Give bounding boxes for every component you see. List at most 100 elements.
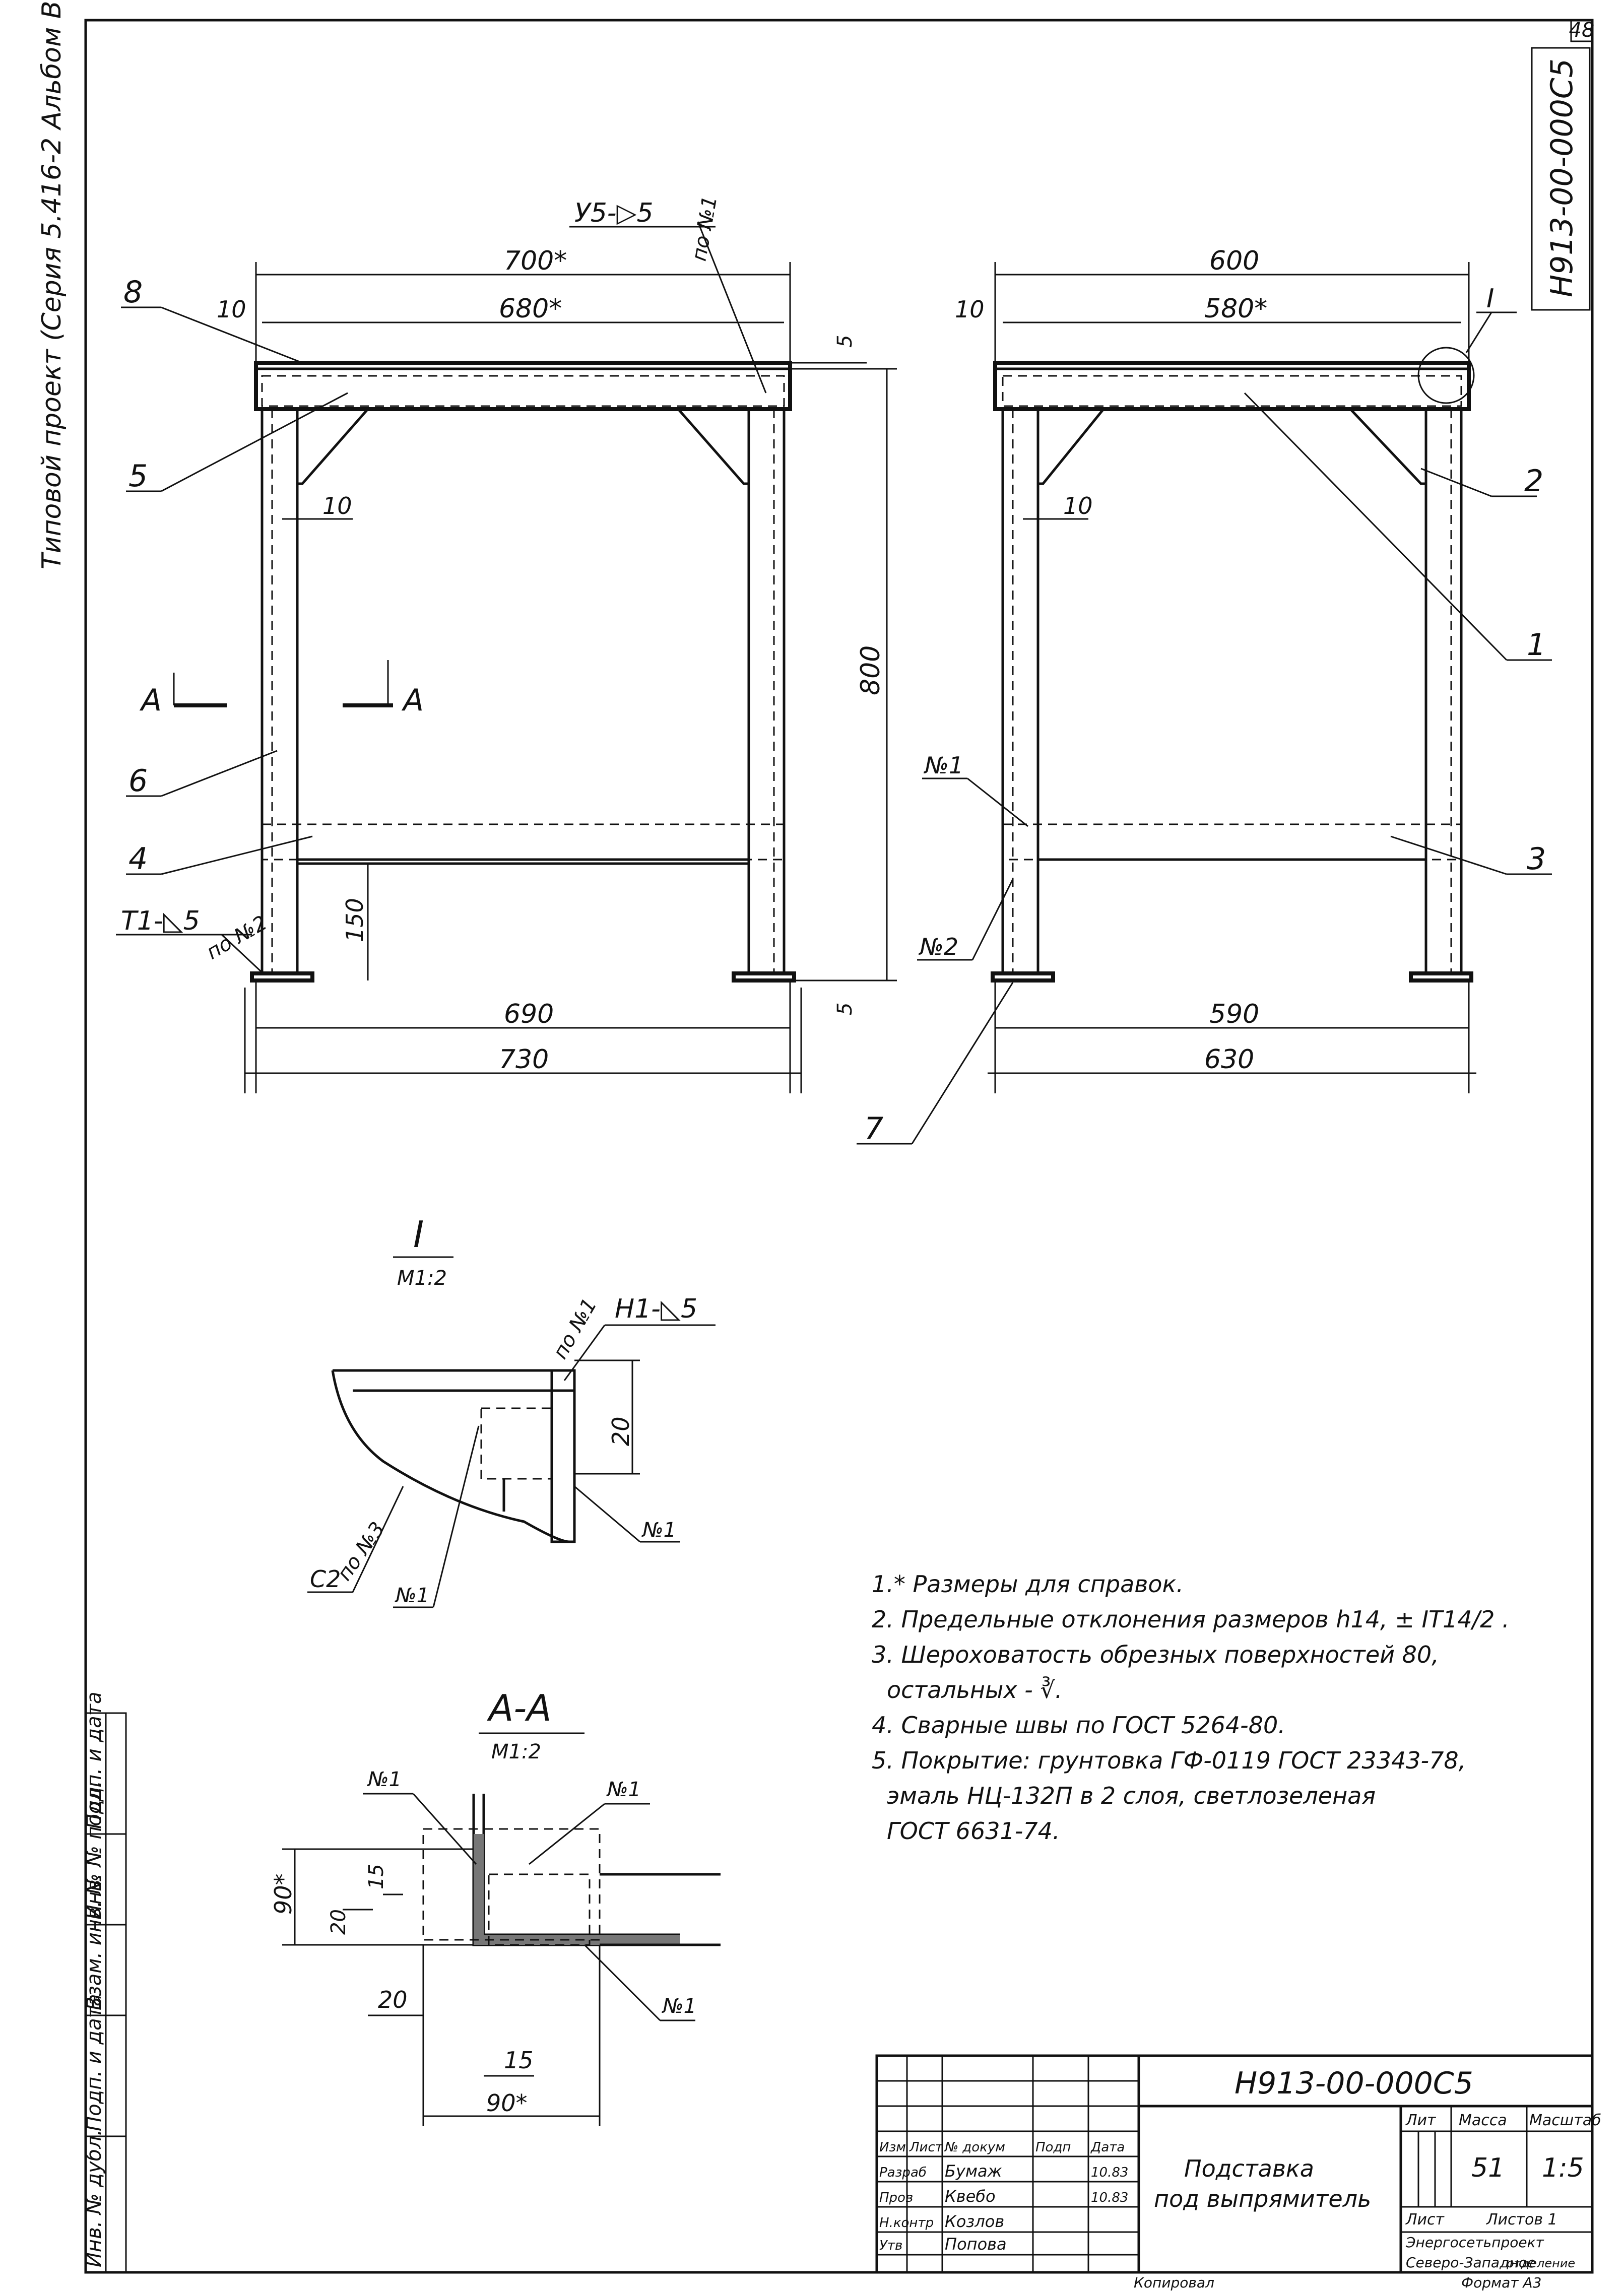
front-dim-10: 10 xyxy=(217,296,246,323)
tb-role-1: Разраб xyxy=(879,2165,927,2180)
note-3b: остальных - ∛. xyxy=(887,1676,1062,1704)
side-view: 600 580* 10 10 590 630 I №1 №2 2 1 3 7 xyxy=(857,246,1552,1146)
side-right-leg xyxy=(1424,408,1463,975)
callout-3: 3 xyxy=(1527,841,1546,877)
tb-scale: 1:5 xyxy=(1542,2153,1584,2183)
side-weld-1: №1 xyxy=(923,752,963,779)
tb-doc-0: № докум xyxy=(944,2140,1005,2155)
stamp-label-4: Подп. и дата xyxy=(83,1994,106,2131)
tb-role-3: Н.контр xyxy=(879,2215,934,2231)
side-weld-2: №2 xyxy=(918,933,958,960)
side-dim-630: 630 xyxy=(1204,1044,1254,1075)
tb-name-4: Попова xyxy=(945,2235,1007,2254)
page-number-box xyxy=(1570,19,1593,42)
tb-org-1: Энергосетьпроект xyxy=(1405,2234,1544,2251)
note-1: 1.* Размеры для справок. xyxy=(872,1570,1184,1598)
doc-code-box xyxy=(1531,47,1591,311)
note-5c: ГОСТ 6631-74. xyxy=(887,1817,1060,1845)
detail-I: I М1:2 20 Н1-◺5 по №1 С2 по №3 №1 №1 xyxy=(307,1213,716,1608)
tb-drawing-name-1: Подставка xyxy=(1184,2155,1314,2182)
front-weld-top-ref: по №1 xyxy=(688,194,722,263)
front-dim-690: 690 xyxy=(504,999,554,1029)
tb-stage-header: Лит xyxy=(1405,2112,1437,2129)
callout-5: 5 xyxy=(128,459,148,494)
album-note: Типовой проект (Серия 5.416-2 Альбом Вып… xyxy=(37,0,67,569)
tb-mass: 51 xyxy=(1471,2153,1505,2183)
note-4: 4. Сварные швы по ГОСТ 5264-80. xyxy=(872,1712,1285,1739)
section-AA-dim-90-h: 90* xyxy=(486,2089,528,2117)
detail-I-title: I xyxy=(413,1213,424,1256)
detail-I-weld-ref: по №1 xyxy=(549,1294,602,1363)
section-AA-dim-90-v: 90* xyxy=(270,1873,297,1915)
detail-I-marker xyxy=(1417,347,1475,404)
callout-8: 8 xyxy=(123,275,143,310)
front-dim-680: 680* xyxy=(499,294,562,324)
doc-code-vertical: Н913-00-000С5 xyxy=(1544,58,1580,297)
page-number: 48 xyxy=(1569,19,1595,42)
side-stamp: Подп. и дата Инв. № подл. Взам. инв. № П… xyxy=(83,1692,127,2273)
tb-date-0: Дата xyxy=(1090,2140,1125,2155)
tb-role-2: Пров xyxy=(879,2190,913,2205)
front-dim-800: 800 xyxy=(856,645,886,695)
front-dim-5-top: 5 xyxy=(833,335,857,348)
section-AA-dim-20a: 20 xyxy=(327,1909,350,1935)
tb-doc-code: Н913-00-000С5 xyxy=(1235,2066,1473,2101)
side-dim-10: 10 xyxy=(955,296,985,323)
side-bottom-rail xyxy=(1002,823,1462,861)
side-detail-mark: I xyxy=(1486,284,1494,314)
detail-I-label-1a: №1 xyxy=(395,1584,429,1607)
tb-name-1: Бумаж xyxy=(945,2162,1002,2181)
tb-name-2: Квебо xyxy=(945,2187,996,2206)
front-bottom-rail xyxy=(261,823,785,861)
detail-I-dim-20: 20 xyxy=(607,1416,634,1446)
tb-format: Формат А3 xyxy=(1461,2274,1541,2291)
section-AA-dim-15b: 15 xyxy=(504,2047,534,2074)
tb-mass-header: Масса xyxy=(1459,2112,1507,2129)
front-left-leg xyxy=(261,408,299,975)
section-AA-label-1c: №1 xyxy=(662,1995,696,2018)
section-AA-title: А-А xyxy=(487,1687,552,1729)
front-right-leg xyxy=(747,408,786,975)
stamp-label-1: Подп. и дата xyxy=(83,1692,106,1829)
detail-I-label-1b: №1 xyxy=(641,1519,676,1542)
tb-role-4: Утв xyxy=(879,2238,902,2253)
tb-name-3: Козлов xyxy=(945,2212,1004,2231)
section-AA: А-А М1:2 90* 20 15 20 15 90* №1 №1 №1 xyxy=(270,1687,721,2126)
front-dim-730: 730 xyxy=(499,1044,549,1075)
callout-1: 1 xyxy=(1527,627,1546,663)
detail-I-weld-c2: С2 xyxy=(310,1565,341,1593)
tb-org-3: отделение xyxy=(1507,2256,1575,2270)
section-AA-dim-15a: 15 xyxy=(365,1864,388,1889)
section-AA-label-1b: №1 xyxy=(606,1778,641,1801)
callout-2: 2 xyxy=(1524,464,1543,499)
side-dim-600: 600 xyxy=(1209,246,1259,276)
tb-date-1: 10.83 xyxy=(1091,2165,1128,2180)
section-AA-label-1a: №1 xyxy=(367,1768,402,1791)
note-3a: 3. Шероховатость обрезных поверхностей 8… xyxy=(872,1641,1439,1668)
detail-I-scale: М1:2 xyxy=(397,1267,447,1290)
tb-sheets-label: Листов 1 xyxy=(1486,2211,1557,2229)
title-block: Изм Лист № докум Подп Дата Разраб Бумаж … xyxy=(875,2054,1601,2291)
callout-7: 7 xyxy=(864,1111,883,1146)
side-dim-590: 590 xyxy=(1209,999,1259,1029)
front-weld-top: У5-▷5 xyxy=(574,198,654,228)
front-weld-bottom: Т1-◺5 xyxy=(121,906,200,936)
callout-6: 6 xyxy=(128,763,148,799)
stamp-label-5: Инв. № дубл. xyxy=(83,2129,106,2267)
tb-scale-header: Масштаб xyxy=(1529,2112,1601,2129)
front-dim-5-bottom: 5 xyxy=(833,1003,857,1015)
side-dim-leg-10: 10 xyxy=(1063,492,1093,519)
section-mark-left: А xyxy=(139,683,162,718)
front-dim-leg-10: 10 xyxy=(322,492,352,519)
tb-sheet-label: Лист xyxy=(1405,2211,1445,2229)
side-top-plate xyxy=(993,361,1471,411)
stamp-label-2: Инв. № подл. xyxy=(83,1781,106,1920)
section-mark-right: А xyxy=(401,683,424,718)
section-AA-scale: М1:2 xyxy=(491,1740,541,1763)
sheet-frame xyxy=(84,19,1594,2274)
note-5b: эмаль НЦ-132П в 2 слоя, светлозеленая xyxy=(887,1782,1376,1809)
tb-role-0: Изм xyxy=(879,2140,906,2155)
notes: 1.* Размеры для справок. 2. Предельные о… xyxy=(872,1570,1510,1845)
